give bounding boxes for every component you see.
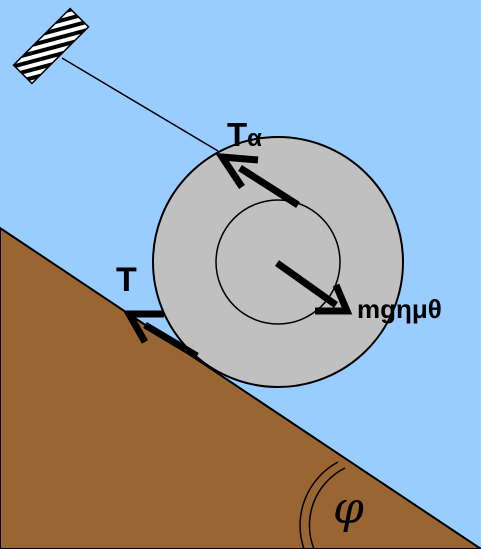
- label-rope-tension: Tα: [227, 116, 262, 153]
- label-friction: T: [116, 261, 137, 299]
- angle-arc-inner: [308, 467, 346, 549]
- label-angle: φ: [333, 483, 364, 534]
- arrow-rope-tension: [215, 152, 300, 208]
- arrow-friction: [122, 310, 199, 360]
- angle-arc-outer: [299, 461, 339, 549]
- label-weight-component: mgημθ: [357, 294, 442, 324]
- inclined-plane: [0, 226, 481, 549]
- rope: [61, 57, 219, 152]
- arrow-weight: [274, 260, 353, 315]
- wall-anchor-icon: [12, 7, 90, 85]
